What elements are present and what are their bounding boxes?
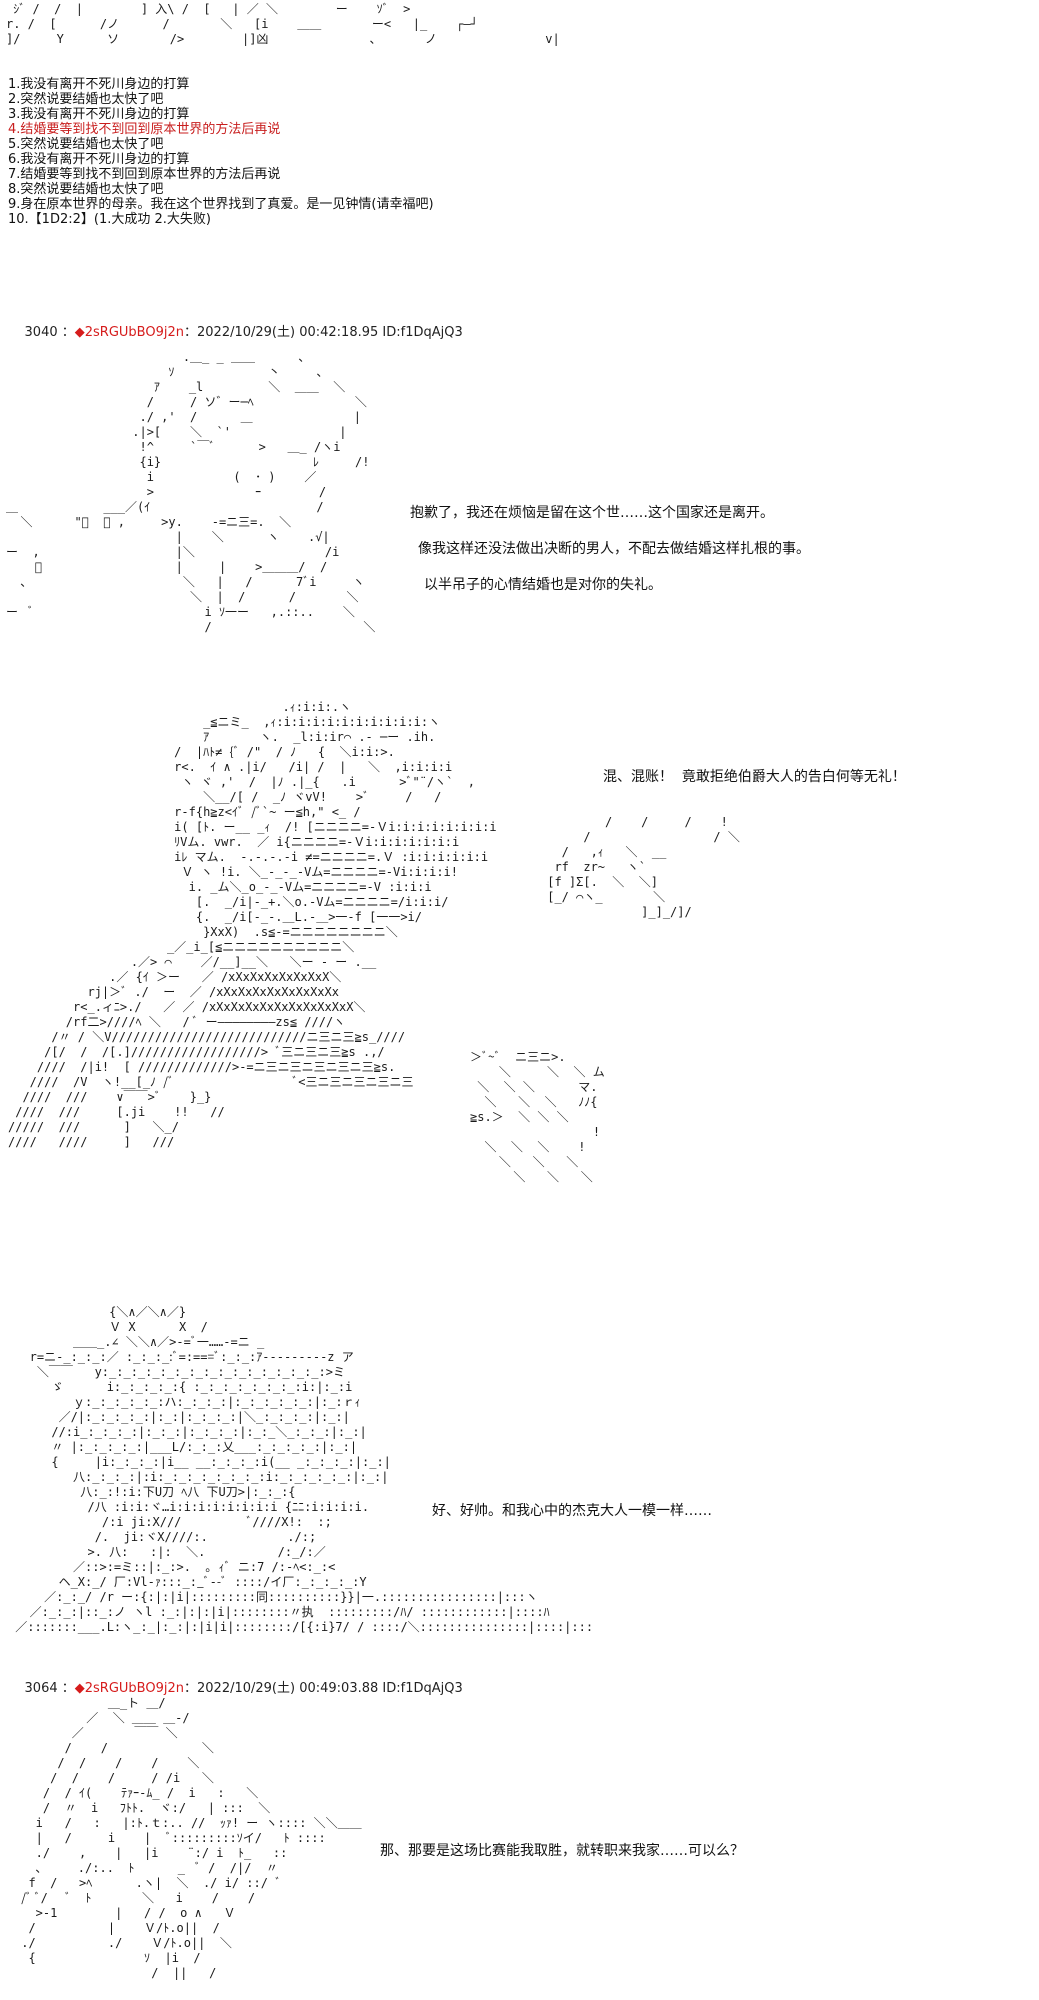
ascii-art-figure-1-left: ＿ ＼ ー , ﾞ ､ ー ﾞ [6,500,43,619]
trip-diamond-icon: ◆ [74,325,85,340]
option-6: 6.我没有离开不死川身边的打算 [8,152,190,167]
option-list: 1.我没有离开不死川身边的打算 2.突然说要结婚也太快了吧 3.我没有离开不死川… [8,77,708,227]
post-number: 3064 [24,1681,58,1696]
ascii-art-figure-3: {＼∧／＼∧／} Ｖ X X / ＿＿_.∠ ＼＼∧／>‐=ﾞ一……-=ニ _ … [15,1305,594,1634]
option-5: 5.突然说要结婚也太快了吧 [8,137,164,152]
post-number: 3040 [24,325,58,340]
post-date: ：2022/10/29(土) 00:42:18.95 ID:f1DqAjQ3 [184,325,463,340]
ascii-art-figure-2-right: / / / ! / / ＼ / ,ｨ ＼ __ rf zr~ ヽ` [f ]Σ[… [547,815,740,919]
dialogue-line-6: 那、那要是这场比赛能我取胜，就转职来我家……可以么？ [380,1843,744,1859]
post-header-3064: 3064 ：◆2sRGUbBO9j2n：2022/10/29(土) 00:49:… [24,1681,463,1696]
trip-diamond-icon: ◆ [74,1681,85,1696]
ascii-art-figure-1: .＿_ _ ＿＿ 、 ｿ 丶 、 ｱ _l ＼ ＿＿ ＼ / / ソ゛ー─ﾍ ＼… [74,350,376,634]
post-date: ：2022/10/29(土) 00:49:03.88 ID:f1DqAjQ3 [184,1681,463,1696]
option-7: 7.结婚要等到找不到回到原本世界的方法后再说 [8,167,281,182]
option-1: 1.我没有离开不死川身边的打算 [8,77,190,92]
option-10: 10.【1D2:2】(1.大成功 2.大失败) [8,212,211,227]
ascii-art-figure-2: .ｨ:i:i:.ヽ _≦ニミ_ ,ｨ:i:i:i:i:i:i:i:i:i:i:ヽ… [8,700,497,1149]
post-trip[interactable]: 2sRGUbBO9j2n [84,1681,184,1696]
dialogue-line-4: 混、混账！ 竟敢拒绝伯爵大人的告白何等无礼！ [603,769,906,785]
post-header-3040: 3040 ：◆2sRGUbBO9j2n：2022/10/29(土) 00:42:… [24,325,463,340]
dialogue-line-2: 像我这样还没法做出决断的男人，不配去做结婚这样扎根的事。 [418,541,810,557]
dialogue-line-1: 抱歉了，我还在烦恼是留在这个世……这个国家还是离开。 [410,505,774,521]
dialogue-line-3: 以半吊子的心情结婚也是对你的失礼。 [424,577,662,593]
ascii-art-figure-4: ＿_ト ＿/ ／ ＼ ＿＿ ＿-/ ／ ￣￣ ＼ / / ＼ / / / / ＼… [21,1696,362,1980]
option-3: 3.我没有离开不死川身边的打算 [8,107,190,122]
ascii-art-figure-2-right-lower: ＞ﾞ~ﾞ ニ三ニ>. ＼ ＼ ＼ ム ＼ ＼ ＼ マ. ＼ ＼ ＼ ﾉﾉ{ ≧s… [470,1050,605,1184]
option-8: 8.突然说要结婚也太快了吧 [8,182,164,197]
top-ascii-art: ｼﾞ / / | ] 入\ / [ | ／ ＼ ー ｿﾞ > r. / [ /ノ… [6,2,560,46]
dialogue-line-5: 好、好帅。和我心中的杰克大人一模一样…… [432,1503,712,1519]
option-4-selected: 4.结婚要等到找不到回到原本世界的方法后再说 [8,122,281,137]
option-2: 2.突然说要结婚也太快了吧 [8,92,164,107]
post-trip[interactable]: 2sRGUbBO9j2n [84,325,184,340]
option-9: 9.身在原本世界的母亲。我在这个世界找到了真爱。是一见钟情(请幸福吧) [8,197,434,212]
